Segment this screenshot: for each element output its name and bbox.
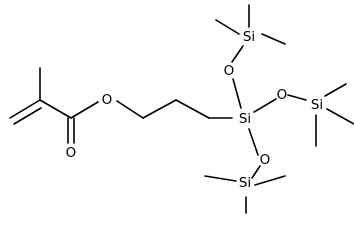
bond-c1-c2	[142, 99, 177, 119]
bond-c2-c3	[175, 99, 210, 119]
bond-bottom-tms-methyl-left	[204, 175, 237, 182]
central-silicon-label: Si	[239, 111, 251, 127]
tms-silicon-bottom-label: Si	[239, 175, 251, 191]
bond-si-o-top	[232, 78, 242, 109]
chemical-structure-canvas: O O Si O O O Si Si Si	[9, 4, 354, 214]
molecule-drawing: O O Si O O O Si Si Si	[9, 4, 354, 214]
bond-ester-oxygen-c1	[116, 100, 144, 119]
ester-oxygen-label: O	[102, 92, 113, 108]
carbonyl-oxygen-label: O	[66, 145, 77, 161]
siloxy-oxygen-top-label: O	[224, 63, 235, 79]
bond-right-tms-methyl-right	[326, 108, 354, 125]
bond-si-o-right	[253, 98, 277, 113]
tms-silicon-top-label: Si	[243, 29, 255, 45]
bond-o-bottom-tms-si	[251, 165, 261, 179]
bond-alpha-carbonyl	[39, 99, 72, 119]
bond-bottom-tms-methyl-right	[254, 175, 286, 186]
bond-si-o-bottom	[248, 128, 259, 156]
bond-o-top-tms-si	[231, 45, 244, 63]
bond-o-right-tms-si	[287, 94, 307, 101]
bond-top-tms-methyl-right	[261, 33, 286, 45]
bond-vinyl-double-outer	[9, 99, 41, 119]
bond-carbonyl-ester-oxygen	[70, 101, 99, 119]
bond-vinyl-double-inner	[13, 107, 42, 125]
siloxy-oxygen-right-label: O	[277, 87, 288, 103]
bond-top-tms-methyl-left	[215, 19, 240, 35]
tms-silicon-right-label: Si	[311, 97, 323, 113]
siloxy-oxygen-bottom-label: O	[260, 152, 271, 168]
bond-right-tms-methyl-up	[324, 83, 347, 97]
